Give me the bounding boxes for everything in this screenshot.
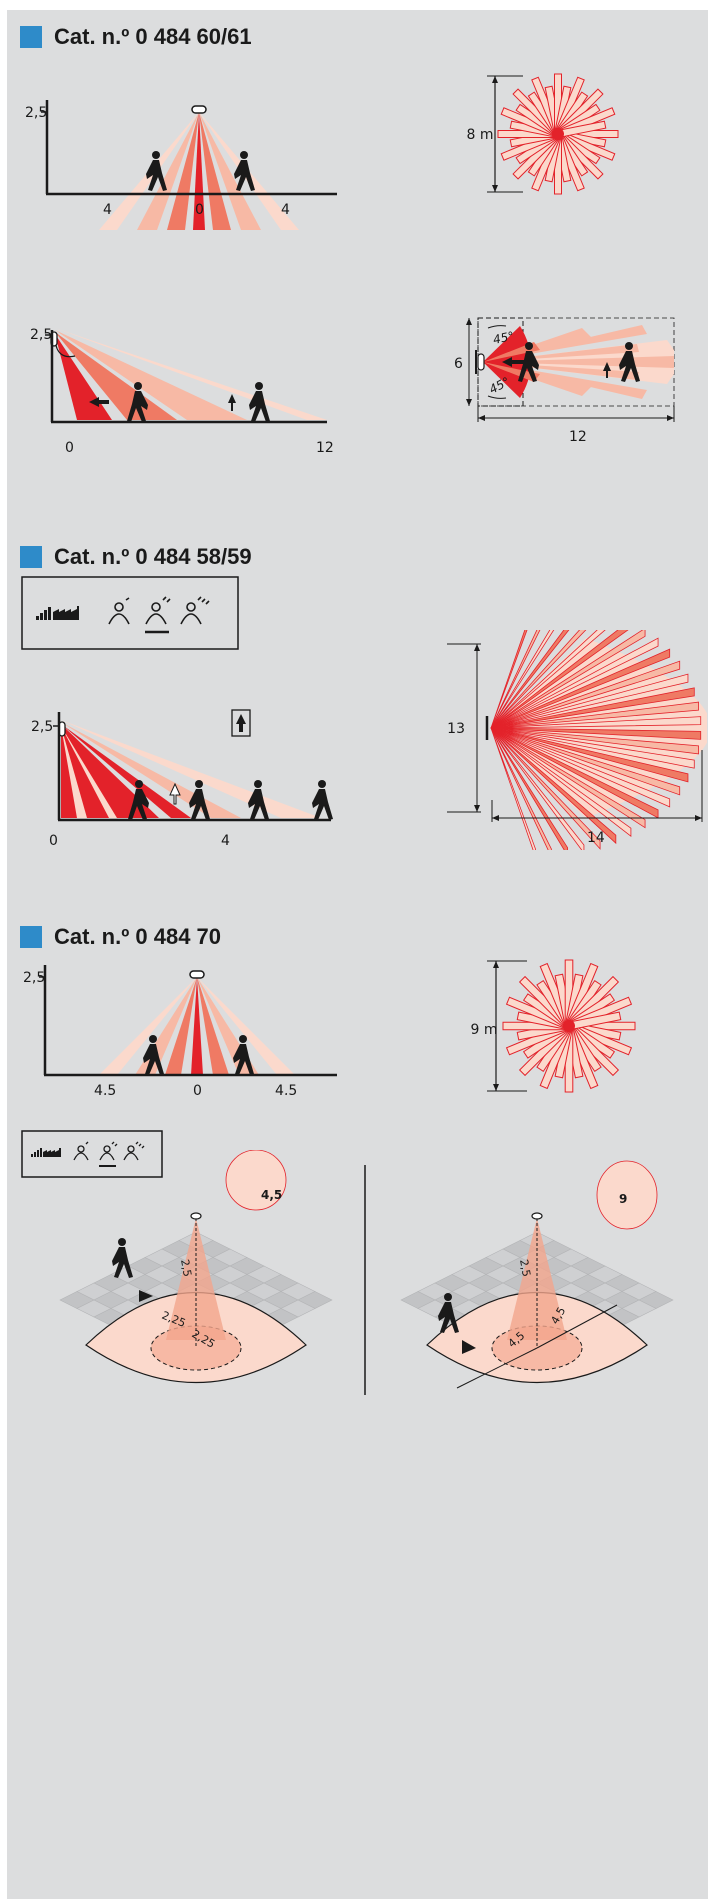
top-view-fan-3: 13 14 — [447, 630, 707, 850]
building-sensitivity-icon — [31, 1148, 61, 1157]
walking-person-icon — [234, 151, 255, 191]
x-label: 0 — [193, 1083, 202, 1095]
x-label: 4 — [221, 833, 230, 849]
walking-person-icon — [128, 780, 149, 820]
radius-label: 4,5 — [261, 1188, 282, 1202]
x-label: 12 — [316, 440, 334, 456]
detection-star-icon — [502, 959, 636, 1093]
side-view-diagram-4: 2,5 4,5 0 4,5 — [23, 965, 337, 1095]
side-view-diagram-2: 2,5 0 12 — [30, 327, 334, 456]
sensor-icon — [191, 105, 207, 114]
section-heading-1: Cat. n.º 0 484 60/61 — [20, 24, 252, 50]
walking-person-icon — [189, 780, 210, 820]
isometric-coverage-left: 4,5 2,5 2,25 2,25 — [59, 1150, 333, 1384]
isometric-floor — [400, 1160, 674, 1389]
isometric-floor — [59, 1150, 333, 1384]
x-label: 4,5 — [275, 1083, 297, 1095]
height-label: 2,5 — [178, 1258, 194, 1277]
diameter-label: Ø 9 m — [467, 1022, 497, 1038]
length-label: 14 — [587, 830, 605, 846]
walking-person-icon — [143, 1035, 164, 1075]
arrow-up-icon — [236, 714, 246, 732]
heading-square-icon — [20, 546, 42, 568]
arrow-up-icon — [228, 394, 236, 411]
x-label: 0 — [65, 440, 74, 456]
sensor-icon — [477, 353, 485, 371]
diameter-label: 9 — [619, 1192, 627, 1206]
walking-person-icon — [249, 382, 270, 422]
section-title: Cat. n.º 0 484 58/59 — [54, 544, 252, 569]
heading-square-icon — [20, 26, 42, 48]
isometric-coverage-right: 9 2,5 4,5 4,5 — [400, 1160, 674, 1389]
building-sensitivity-icon — [36, 606, 79, 620]
section-title: Cat. n.º 0 484 70 — [54, 924, 222, 949]
divider — [364, 1165, 366, 1395]
height-label: 2,5 — [31, 719, 53, 735]
person-medium-icon — [99, 1141, 118, 1161]
walking-person-icon — [518, 342, 539, 382]
height-label: 2,5 — [23, 970, 45, 986]
walking-person-icon — [312, 780, 333, 820]
detection-fan — [490, 630, 707, 850]
height-label: 2,5 — [25, 105, 47, 121]
side-view-diagram-3: 2,5 0 4 14 — [31, 709, 333, 849]
length-label: 12 — [569, 429, 587, 445]
section-title: Cat. n.º 0 484 60/61 — [54, 24, 252, 49]
arrow-up-icon — [169, 782, 181, 805]
sensor-icon — [189, 970, 205, 979]
side-view-diagram-1: 2,5 4 0 4 — [25, 100, 337, 230]
walking-person-icon — [619, 342, 640, 382]
arrow-up-icon — [603, 362, 611, 378]
page: Cat. n.º 0 484 60/61 2,5 4 0 4 — [7, 10, 708, 1899]
x-label: 4 — [103, 202, 112, 218]
person-fast-icon — [180, 596, 210, 625]
height-label: 2,5 — [517, 1258, 533, 1277]
arrow-left-icon — [89, 397, 109, 407]
sensitivity-settings-box — [21, 576, 239, 650]
arrow-left-icon — [502, 357, 524, 367]
x-label: 4,5 — [94, 1083, 116, 1095]
person-slow-icon — [108, 597, 130, 625]
x-label: 4 — [281, 202, 290, 218]
walking-person-icon — [127, 382, 148, 422]
top-view-star-4: Ø 9 m — [467, 959, 636, 1093]
angle-label: 45° — [492, 329, 516, 347]
detection-star-icon — [497, 73, 619, 195]
section-heading-2: Cat. n.º 0 484 58/59 — [20, 544, 252, 570]
walking-person-icon — [233, 1035, 254, 1075]
x-label: 0 — [195, 202, 204, 218]
diameter-label: Ø 8 m — [467, 127, 493, 143]
heading-square-icon — [20, 926, 42, 948]
height-label: 2,5 — [30, 327, 52, 343]
width-label: 6 — [454, 356, 463, 372]
sensitivity-settings-box-small — [21, 1130, 163, 1178]
x-label: 0 — [49, 833, 58, 849]
walking-person-icon — [248, 780, 269, 820]
person-slow-icon — [73, 1141, 89, 1161]
top-view-cone-2: 6 12 45° 45° — [454, 317, 675, 445]
section-heading-3: Cat. n.º 0 484 70 — [20, 924, 221, 950]
walking-person-icon — [146, 151, 167, 191]
person-fast-icon — [123, 1141, 145, 1161]
top-view-star-1: Ø 8 m — [467, 73, 619, 195]
person-medium-icon — [145, 596, 171, 625]
width-label: 13 — [447, 721, 465, 737]
cone-rays — [483, 325, 674, 399]
